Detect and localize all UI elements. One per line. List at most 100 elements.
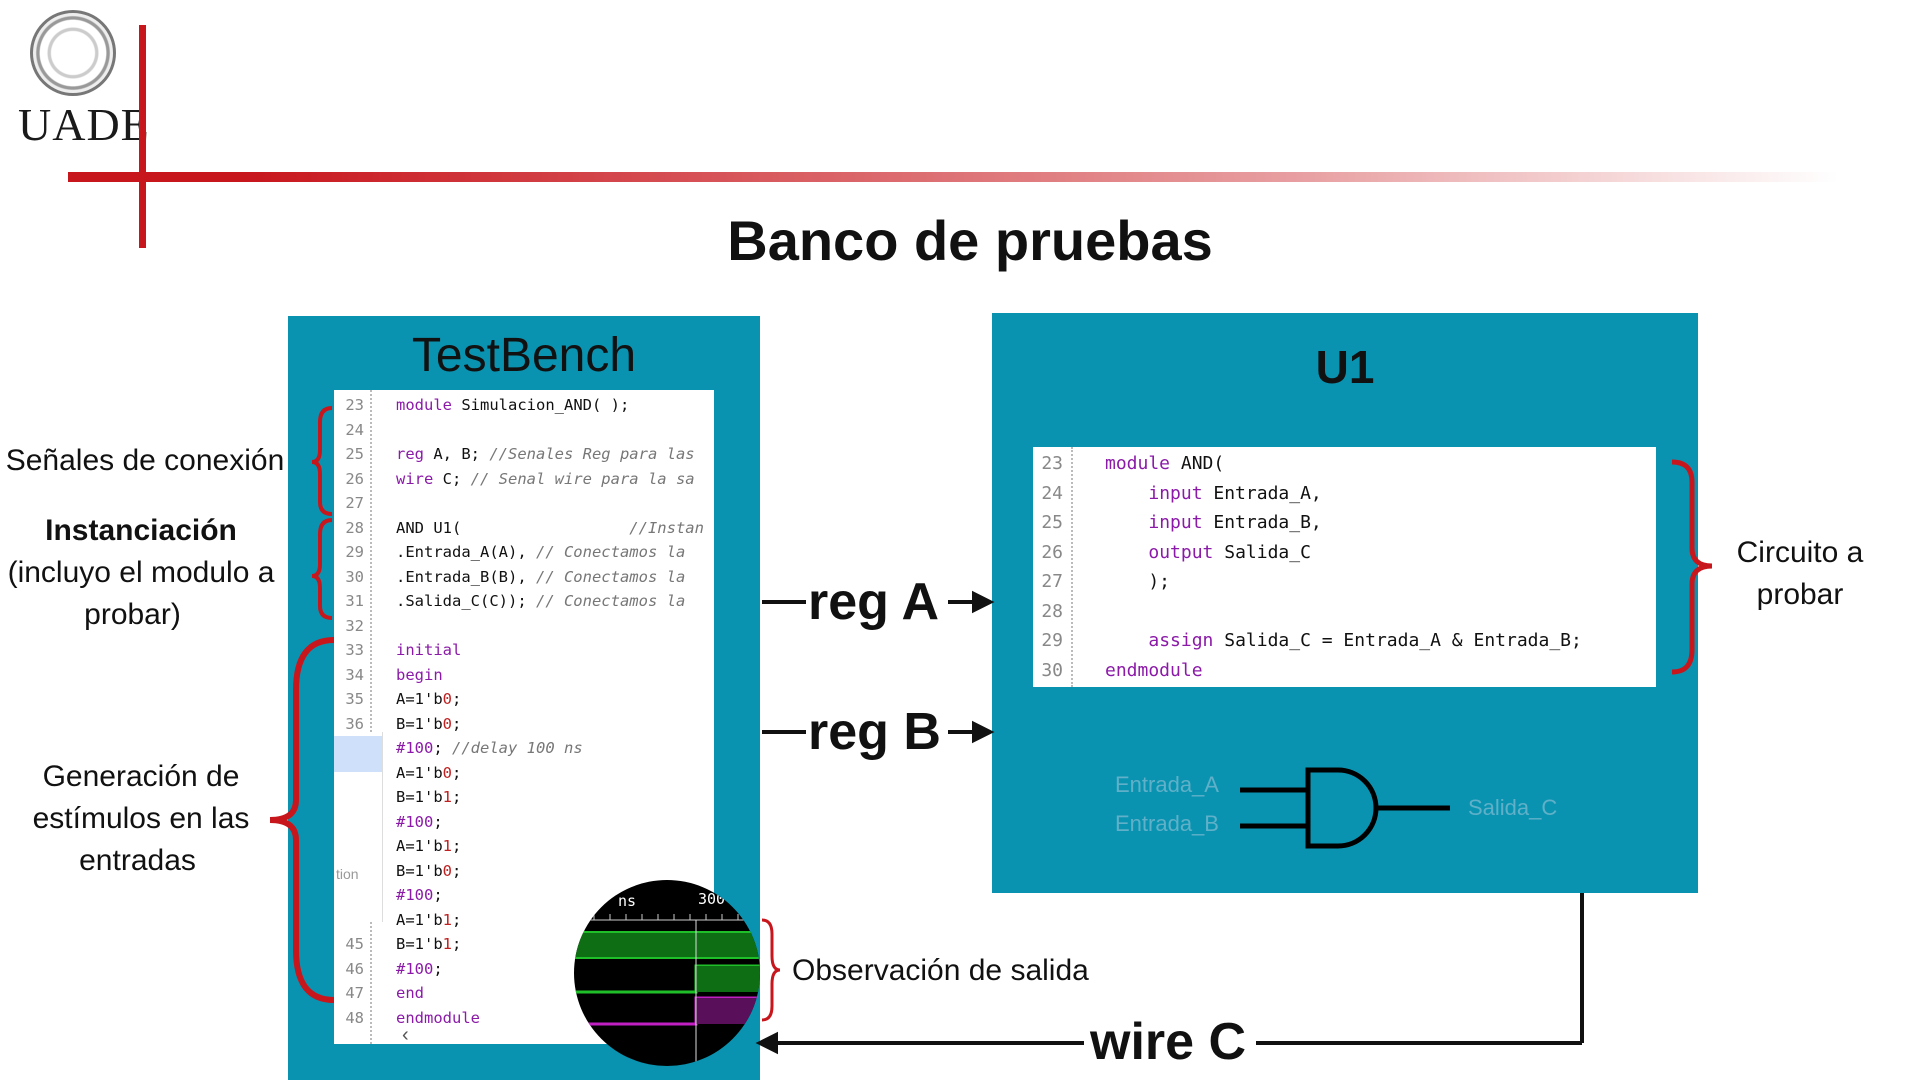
line-number: 46 [345, 959, 364, 978]
code-text: endmodule [396, 1008, 480, 1027]
waveform-scope: ns 300 [574, 880, 760, 1066]
code-line: B=1'b1; [334, 788, 714, 813]
brace-circuito [1671, 459, 1713, 675]
brace-senales [311, 406, 333, 516]
code-text: .Entrada_B(B), // Conectamos la [396, 567, 686, 586]
line-number: 36 [345, 714, 364, 733]
line-number: 29 [1041, 630, 1063, 651]
code-line: 23 module Simulacion_AND( ); [334, 396, 714, 421]
brace-observacion [761, 918, 781, 1022]
gate-input-a-label: Entrada_A [1115, 772, 1219, 797]
logo-text: UADE [18, 99, 150, 150]
overlay-selection [334, 736, 382, 772]
label-generacion-line1: Generación de [42, 760, 240, 793]
code-line: A=1'b1; [334, 911, 714, 936]
label-senales-conexion: Señales de conexión [5, 444, 285, 477]
header-red-vertical-line [139, 25, 146, 248]
code-line: 46 #100; [334, 960, 714, 985]
code-text: end [396, 984, 424, 1002]
label-observacion: Observación de salida [792, 954, 1089, 987]
line-number: 33 [345, 641, 364, 659]
code-text: output Salida_C [1148, 541, 1311, 563]
code-text: #100; [396, 959, 443, 978]
code-line: 29 assign Salida_C = Entrada_A & Entrada… [1033, 630, 1656, 660]
header-red-horizontal-line [68, 172, 1838, 182]
label-instanciacion-line2: probar) [84, 598, 181, 631]
scope-tick-label: 300 [698, 890, 726, 908]
line-number: 27 [1041, 571, 1063, 592]
line-number: 34 [345, 665, 364, 684]
code-text: input Entrada_B, [1148, 512, 1322, 533]
line-number: 35 [345, 690, 364, 708]
line-number: 26 [345, 469, 364, 488]
and-gate-icon [1240, 767, 1450, 849]
gate-output-label: Salida_C [1468, 795, 1558, 820]
label-generacion-line2: estímulos en las [32, 802, 250, 835]
code-line: #100; //delay 100 ns [334, 739, 714, 764]
code-text: wire C; // Senal wire para la sa [396, 469, 695, 488]
university-seal-icon [30, 10, 116, 96]
code-text: endmodule [1105, 659, 1203, 681]
code-text: B=1'b1; [396, 788, 462, 806]
label-instanciacion-title: Instanciación [0, 510, 282, 552]
label-circuito-line2: probar [1756, 578, 1844, 611]
label-circuito-line1: Circuito a [1736, 536, 1864, 569]
line-number: 25 [1041, 512, 1063, 533]
label-instanciacion-bold: Instanciación [45, 514, 237, 547]
code-line: 26 wire C; // Senal wire para la sa [334, 470, 714, 495]
code-text: module Simulacion_AND( ); [396, 396, 630, 414]
overlay-popup: tion [334, 732, 383, 922]
label-instanciacion-line1: (incluyo el modulo a [7, 556, 275, 589]
line-number: 26 [1041, 541, 1063, 563]
code-text: #100; //delay 100 ns [396, 739, 583, 757]
code-text: #100; [396, 812, 443, 831]
code-line: 27 ); [1033, 571, 1656, 601]
line-number: 32 [345, 616, 364, 635]
testbench-title: TestBench [411, 329, 637, 382]
code-text: .Entrada_A(A), // Conectamos la [396, 543, 686, 561]
code-line: 25 input Entrada_B, [1033, 512, 1656, 542]
code-line: A=1'b1; [334, 837, 714, 862]
line-number: 29 [345, 543, 364, 561]
code-text: initial [396, 641, 462, 659]
code-line: 24 [334, 421, 714, 446]
line-number: 27 [345, 494, 364, 512]
code-line: #100; [334, 886, 714, 911]
code-text: ); [1105, 571, 1171, 592]
gate-input-b-label: Entrada_B [1115, 811, 1219, 836]
code-text: B=1'b0; [396, 861, 462, 880]
signal-reg-a-label: reg A [808, 573, 939, 631]
line-number: 23 [345, 396, 364, 414]
line-number: 45 [345, 935, 364, 953]
signal-reg-b-label: reg B [808, 703, 941, 761]
code-text: reg A, B; //Senales Reg para las [396, 445, 695, 463]
line-number: 30 [345, 567, 364, 586]
overlay-fragment-text: tion [336, 866, 359, 882]
line-number: 24 [345, 420, 364, 439]
code-line: 32 [334, 617, 714, 642]
scroll-left-icon[interactable]: ‹ [402, 1024, 409, 1046]
code-line: 33 initial [334, 641, 714, 666]
code-line: 26 output Salida_C [1033, 542, 1656, 572]
code-gutter [1071, 447, 1075, 687]
line-number: 30 [1041, 659, 1063, 681]
line-number: 47 [345, 984, 364, 1002]
label-generacion-line3: entradas [79, 844, 196, 877]
line-number: 24 [1041, 482, 1063, 504]
code-text: B=1'b1; [396, 935, 462, 953]
code-text: AND U1( //Instan [396, 518, 704, 537]
code-line: 30 endmodule [1033, 660, 1656, 688]
code-line: 29 .Entrada_A(A), // Conectamos la [334, 543, 714, 568]
code-line: 45 B=1'b1; [334, 935, 714, 960]
code-text: .Salida_C(C)); // Conectamos la [396, 592, 686, 610]
code-line: #100; [334, 813, 714, 838]
code-text: begin [396, 665, 443, 684]
